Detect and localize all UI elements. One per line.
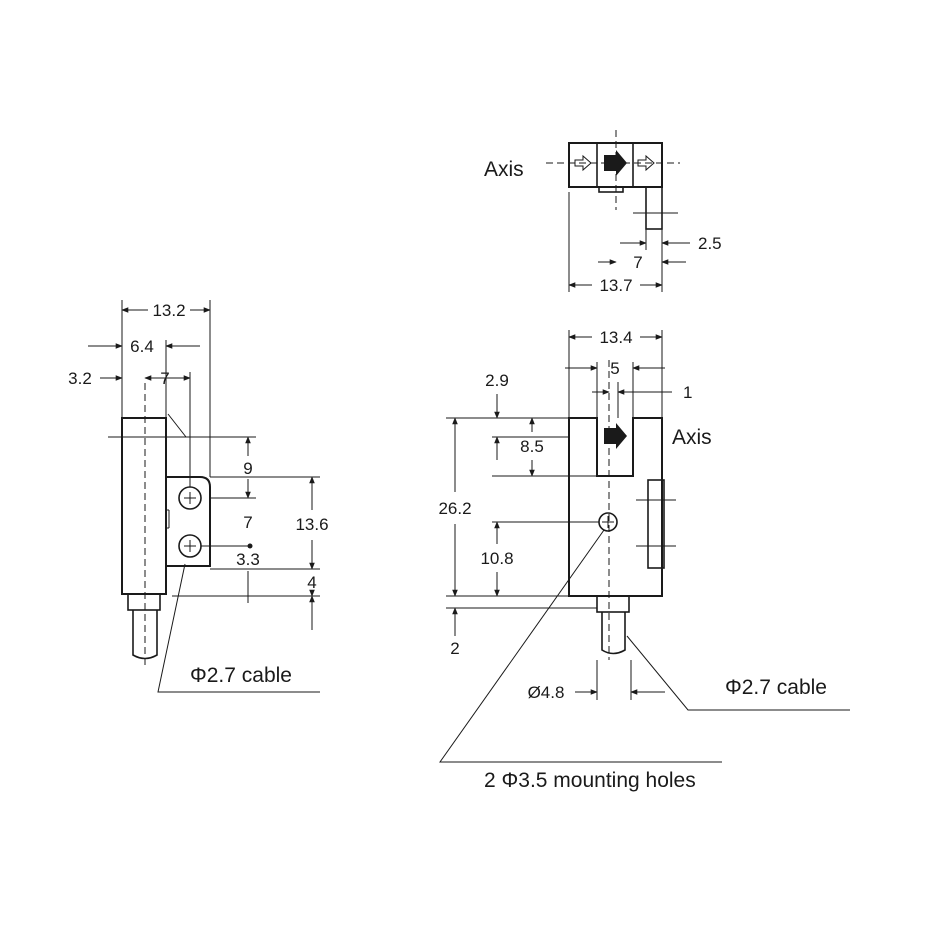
- top-axis-arrow-right: [637, 154, 655, 172]
- dim-side-width-total: 13.2: [152, 301, 185, 320]
- dim-front-hole-height: 10.8: [480, 549, 513, 568]
- front-view: Axis 13.4 5: [438, 328, 850, 792]
- dim-side-bottom-step: 4: [307, 573, 316, 592]
- dim-front-boot-diameter: Ø4.8: [528, 683, 565, 702]
- top-view: Axis 2.5 7 13.7: [484, 130, 722, 295]
- side-cable: [132, 610, 158, 660]
- top-axis-arrow-left: [574, 154, 592, 172]
- dim-front-slot-depth: 8.5: [520, 437, 544, 456]
- dim-front-cable-offset: 2: [450, 639, 459, 658]
- dim-top-total-width: 13.7: [599, 276, 632, 295]
- dim-side-hole-offset: 7: [160, 369, 169, 388]
- dim-top-slot-offset: 7: [633, 253, 642, 272]
- front-mounting-hole: [598, 512, 618, 532]
- dim-side-bracket-height: 13.6: [295, 515, 328, 534]
- dim-side-offset: 3.2: [68, 369, 92, 388]
- dim-front-axis-offset: 1: [683, 383, 692, 402]
- top-axis-label: Axis: [484, 158, 524, 181]
- side-cable-boot: [127, 593, 161, 611]
- dim-side-hole-pitch: 7: [243, 513, 252, 532]
- side-bracket: [166, 476, 211, 567]
- dim-side-hole-to-bottom: 3.3: [236, 550, 260, 569]
- front-mounting-label: 2 Φ3.5 mounting holes: [484, 769, 696, 792]
- front-cable-boot: [596, 595, 630, 613]
- side-view: 13.2 6.4 3.2 7 9 7 3.3 4 13.6 Φ2.7 cable: [68, 300, 329, 693]
- dim-front-total-width: 13.4: [599, 328, 632, 347]
- front-cable-label: Φ2.7 cable: [725, 676, 827, 699]
- dim-front-top-gap: 2.9: [485, 371, 509, 390]
- front-cable: [601, 612, 626, 655]
- top-tab: [645, 186, 663, 230]
- front-axis-arrow: [604, 423, 627, 449]
- front-axis-label: Axis: [672, 426, 712, 449]
- dim-front-total-height: 26.2: [438, 499, 471, 518]
- side-cable-label: Φ2.7 cable: [190, 664, 292, 687]
- top-axis-arrow-solid: [604, 150, 627, 176]
- dim-side-body-width: 6.4: [130, 337, 154, 356]
- side-body: [121, 417, 167, 595]
- side-mounting-hole-upper: [178, 486, 202, 510]
- front-bracket: [647, 479, 665, 569]
- side-mounting-hole-lower: [178, 534, 202, 558]
- dim-top-tab-width: 2.5: [698, 234, 722, 253]
- dim-front-slot-width: 5: [610, 359, 619, 378]
- dim-side-top-to-hole: 9: [243, 459, 252, 478]
